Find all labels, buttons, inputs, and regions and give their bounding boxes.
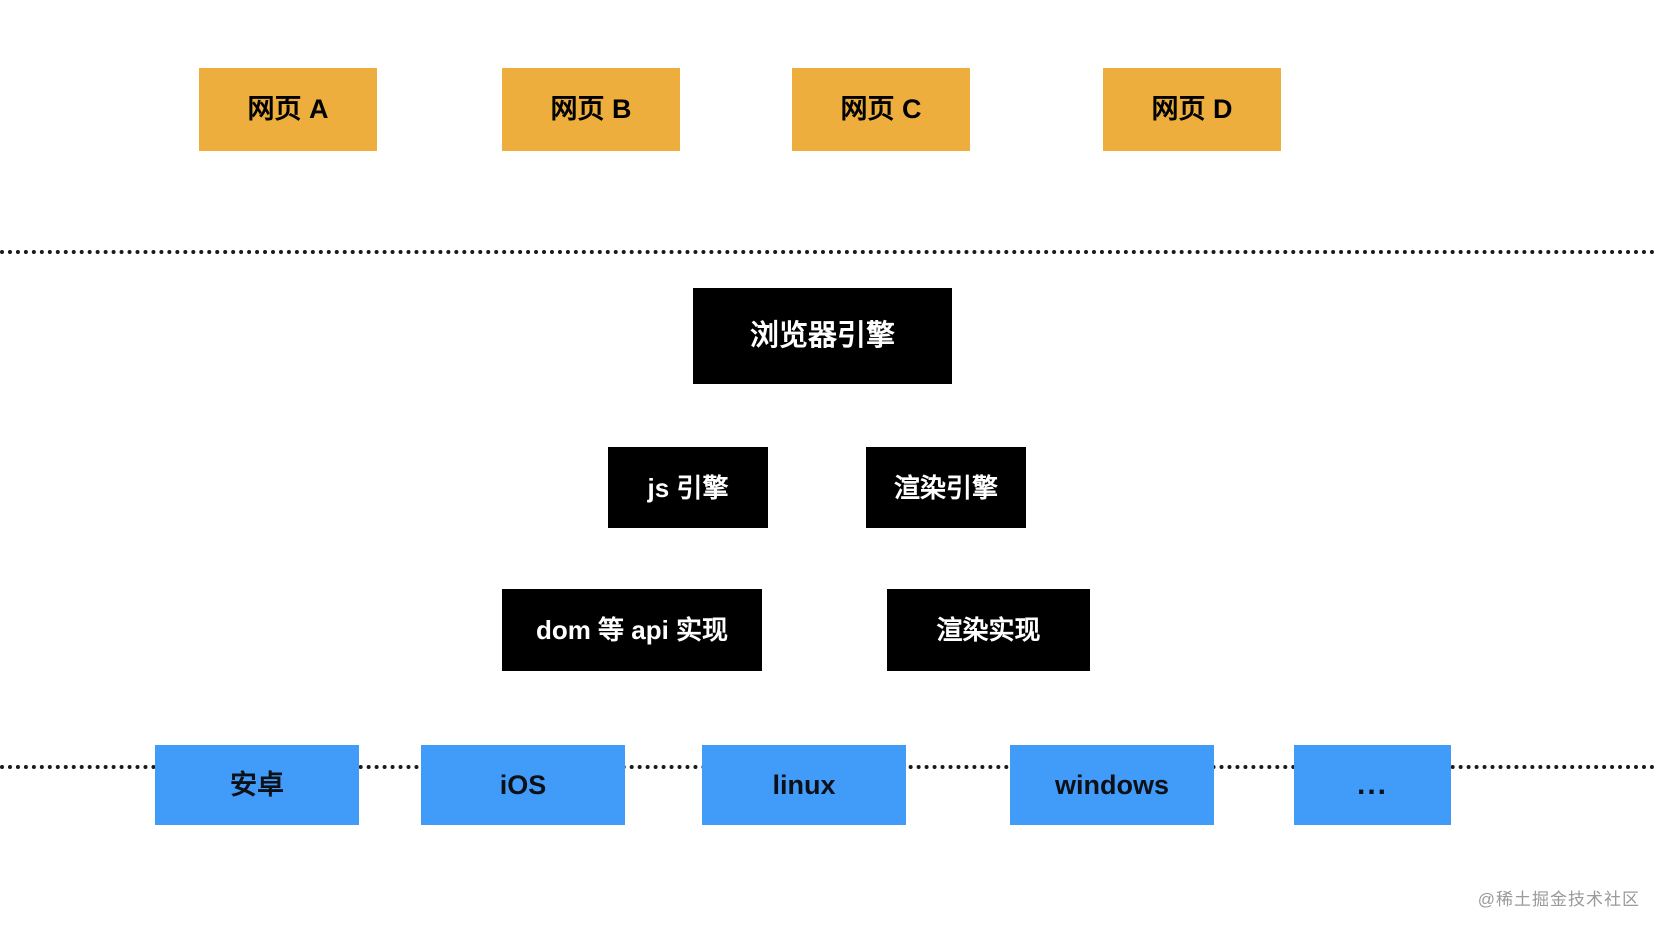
- page-box-a-label: 网页 A: [247, 94, 329, 124]
- os-box-windows: windows: [1010, 745, 1214, 825]
- os-box-ios: iOS: [421, 745, 625, 825]
- watermark: @稀土掘金技术社区: [1477, 890, 1640, 909]
- js-engine-label: js 引擎: [647, 472, 729, 503]
- render-impl-box: 渲染实现: [887, 589, 1090, 671]
- render-engine-label: 渲染引擎: [893, 472, 998, 503]
- os-box-more-label: ...: [1356, 768, 1388, 801]
- page-box-b: 网页 B: [502, 68, 680, 151]
- dom-api-impl-box: dom 等 api 实现: [502, 589, 762, 671]
- browser-engine-label: 浏览器引擎: [749, 319, 895, 352]
- page-box-d: 网页 D: [1103, 68, 1281, 151]
- os-box-ios-label: iOS: [499, 769, 547, 800]
- os-box-windows-label: windows: [1055, 769, 1169, 800]
- page-box-c: 网页 C: [792, 68, 970, 151]
- os-box-linux-label: linux: [772, 769, 836, 800]
- js-engine-box: js 引擎: [608, 447, 768, 528]
- os-box-android-label: 安卓: [230, 769, 284, 800]
- page-box-c-label: 网页 C: [840, 94, 922, 124]
- browser-engine-box: 浏览器引擎: [693, 288, 952, 384]
- os-box-more: ...: [1294, 745, 1451, 825]
- render-impl-label: 渲染实现: [936, 615, 1041, 645]
- dom-api-impl-label: dom 等 api 实现: [535, 615, 729, 645]
- render-engine-box: 渲染引擎: [866, 447, 1026, 528]
- os-box-android: 安卓: [155, 745, 359, 825]
- page-box-b-label: 网页 B: [550, 94, 632, 124]
- divider-pages-engine: [0, 250, 1656, 254]
- page-box-a: 网页 A: [199, 68, 377, 151]
- os-box-linux: linux: [702, 745, 906, 825]
- page-box-d-label: 网页 D: [1151, 94, 1233, 124]
